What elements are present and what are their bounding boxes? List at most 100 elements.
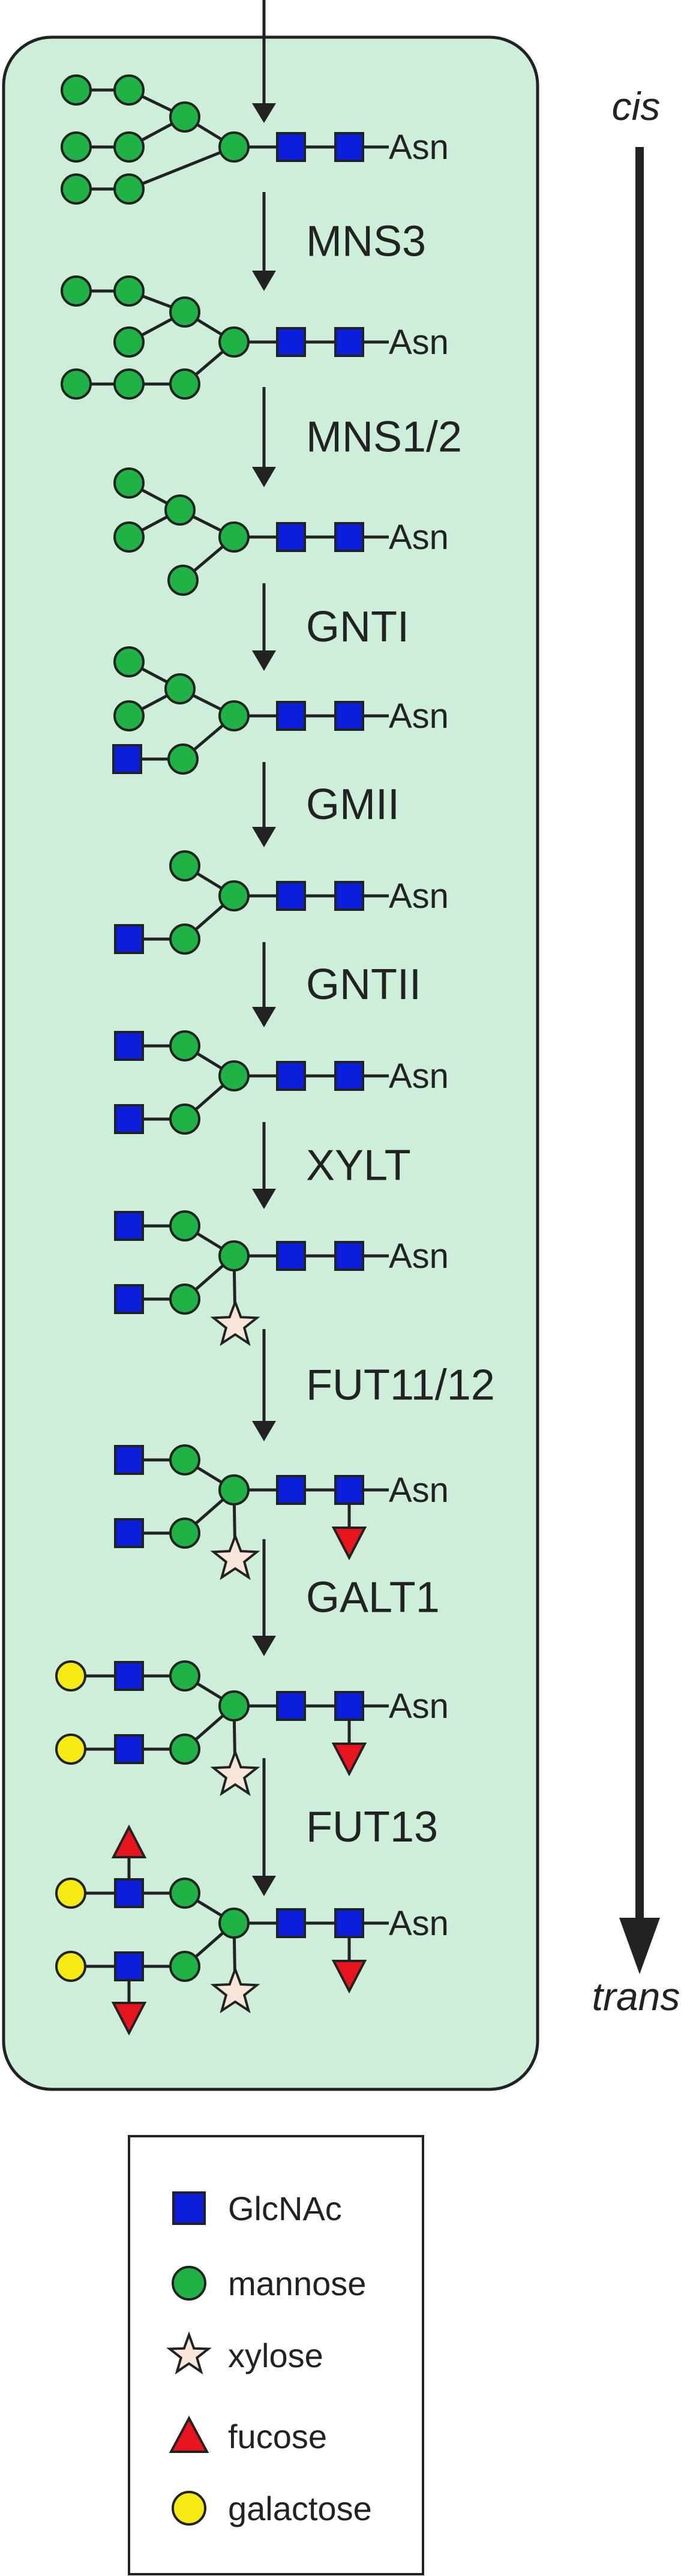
mannose-circle	[218, 1060, 250, 1091]
asn-label: Asn	[389, 1904, 449, 1943]
trans-label: trans	[592, 1974, 680, 2019]
mannose-circle	[113, 467, 145, 499]
legend-item-galactose: galactose	[172, 2490, 372, 2527]
glycan-structure-4: Asn	[112, 646, 449, 775]
mannose-circle	[113, 700, 145, 731]
glcnac-square	[334, 1475, 364, 1505]
mannose-circle	[169, 1734, 200, 1765]
enzyme-arrow-head	[252, 827, 276, 847]
glcnac-square	[112, 744, 142, 774]
glcnac-square	[114, 1284, 144, 1314]
mannose-circle	[169, 1518, 200, 1549]
asn-label: Asn	[389, 1687, 449, 1726]
galactose-circle	[55, 1878, 86, 1909]
glcnac-square	[114, 1661, 144, 1691]
mannose-circle	[169, 1660, 200, 1692]
enzyme-arrow-head	[252, 271, 276, 291]
galactose-circle	[172, 2491, 206, 2526]
enzyme-label-mns1-2: MNS1/2	[306, 413, 462, 461]
cis-trans-arrow-head	[619, 1918, 660, 1974]
mannose-circle	[218, 326, 250, 358]
mannose-circle	[167, 743, 199, 775]
enzyme-arrow-head	[252, 1636, 276, 1656]
glycan-structure-6: Asn	[114, 1030, 449, 1135]
mannose-circle	[169, 1951, 200, 1982]
glcnac-square	[334, 1691, 364, 1721]
mannose-circle	[218, 1240, 250, 1271]
mannose-circle	[113, 173, 145, 205]
xylose-star	[210, 1533, 260, 1581]
glcnac-square	[276, 522, 306, 552]
mannose-circle	[169, 850, 200, 881]
mannose-circle	[113, 275, 145, 307]
glcnac-square	[114, 1518, 144, 1548]
glycan-structure-9: Asn	[55, 1660, 449, 1797]
mannose-circle	[61, 275, 92, 307]
glycan-structure-7: Asn	[114, 1210, 449, 1347]
glcnac-square	[276, 132, 306, 162]
mannose-circle	[61, 173, 92, 205]
mannose-circle	[61, 131, 92, 163]
mannose-circle	[61, 74, 92, 106]
mannose-circle	[218, 880, 250, 911]
mannose-circle	[218, 700, 250, 731]
fucose-triangle	[111, 1824, 147, 1858]
legend-label: fucose	[228, 2418, 327, 2455]
mannose-circle	[113, 646, 145, 677]
mannose-circle	[113, 368, 145, 400]
legend-label: mannose	[228, 2265, 366, 2302]
mannose-circle	[169, 296, 200, 328]
glcnac-square	[114, 1104, 144, 1134]
glycan-structure-2: Asn	[61, 275, 449, 400]
glcnac-square	[334, 701, 364, 731]
enzyme-label-xylt: XYLT	[306, 1142, 411, 1190]
glcnac-square	[114, 1031, 144, 1061]
enzyme-label-gntii: GNTII	[306, 961, 421, 1009]
mannose-circle	[218, 1908, 250, 1939]
enzyme-label-fut11-12: FUT11/12	[306, 1362, 495, 1410]
glcnac-square	[334, 132, 364, 162]
mannose-circle	[218, 1474, 250, 1506]
enzyme-arrows: MNS3MNS1/2GNTIGMIIGNTIIXYLTFUT11/12GALT1…	[252, 37, 495, 1896]
xylose-star	[166, 2331, 212, 2375]
enzyme-label-gnti: GNTI	[306, 603, 409, 651]
mannose-circle	[169, 1878, 200, 1909]
mannose-circle	[169, 1103, 200, 1135]
mannose-circle	[113, 131, 145, 163]
enzyme-arrow-head	[252, 1189, 276, 1209]
glcnac-square	[276, 701, 306, 731]
mannose-circle	[218, 521, 250, 553]
enzyme-arrow-head	[252, 650, 276, 671]
fucose-triangle	[331, 1527, 367, 1561]
legend-item-xylose: xylose	[166, 2331, 323, 2375]
mannose-circle	[169, 1283, 200, 1315]
enzyme-arrow-head	[252, 1421, 276, 1441]
fucose-triangle	[111, 2002, 147, 2036]
enzyme-label-fut13: FUT13	[306, 1803, 438, 1851]
glcnac-square	[334, 522, 364, 552]
enzyme-label-gmii: GMII	[306, 781, 400, 829]
glcnac-square	[334, 881, 364, 911]
mannose-circle	[169, 368, 200, 400]
glycan-structure-5: Asn	[114, 850, 449, 955]
glcnac-square	[276, 1061, 306, 1091]
glcnac-square	[172, 2191, 206, 2225]
mannose-circle	[164, 494, 196, 526]
legend-item-fucose: fucose	[169, 2415, 327, 2455]
glcnac-square	[276, 881, 306, 911]
glcnac-square	[114, 1211, 144, 1241]
glcnac-square	[114, 1878, 144, 1908]
cis-label: cis	[612, 84, 661, 128]
mannose-circle	[113, 326, 145, 358]
mannose-circle	[218, 1690, 250, 1722]
glycan-structure-8: Asn	[114, 1444, 449, 1581]
mannose-circle	[113, 74, 145, 106]
mannose-circle	[113, 521, 145, 553]
galactose-circle	[55, 1951, 86, 1982]
glcnac-square	[334, 327, 364, 357]
mannose-circle	[172, 2266, 206, 2301]
xylose-star	[210, 1966, 260, 2014]
